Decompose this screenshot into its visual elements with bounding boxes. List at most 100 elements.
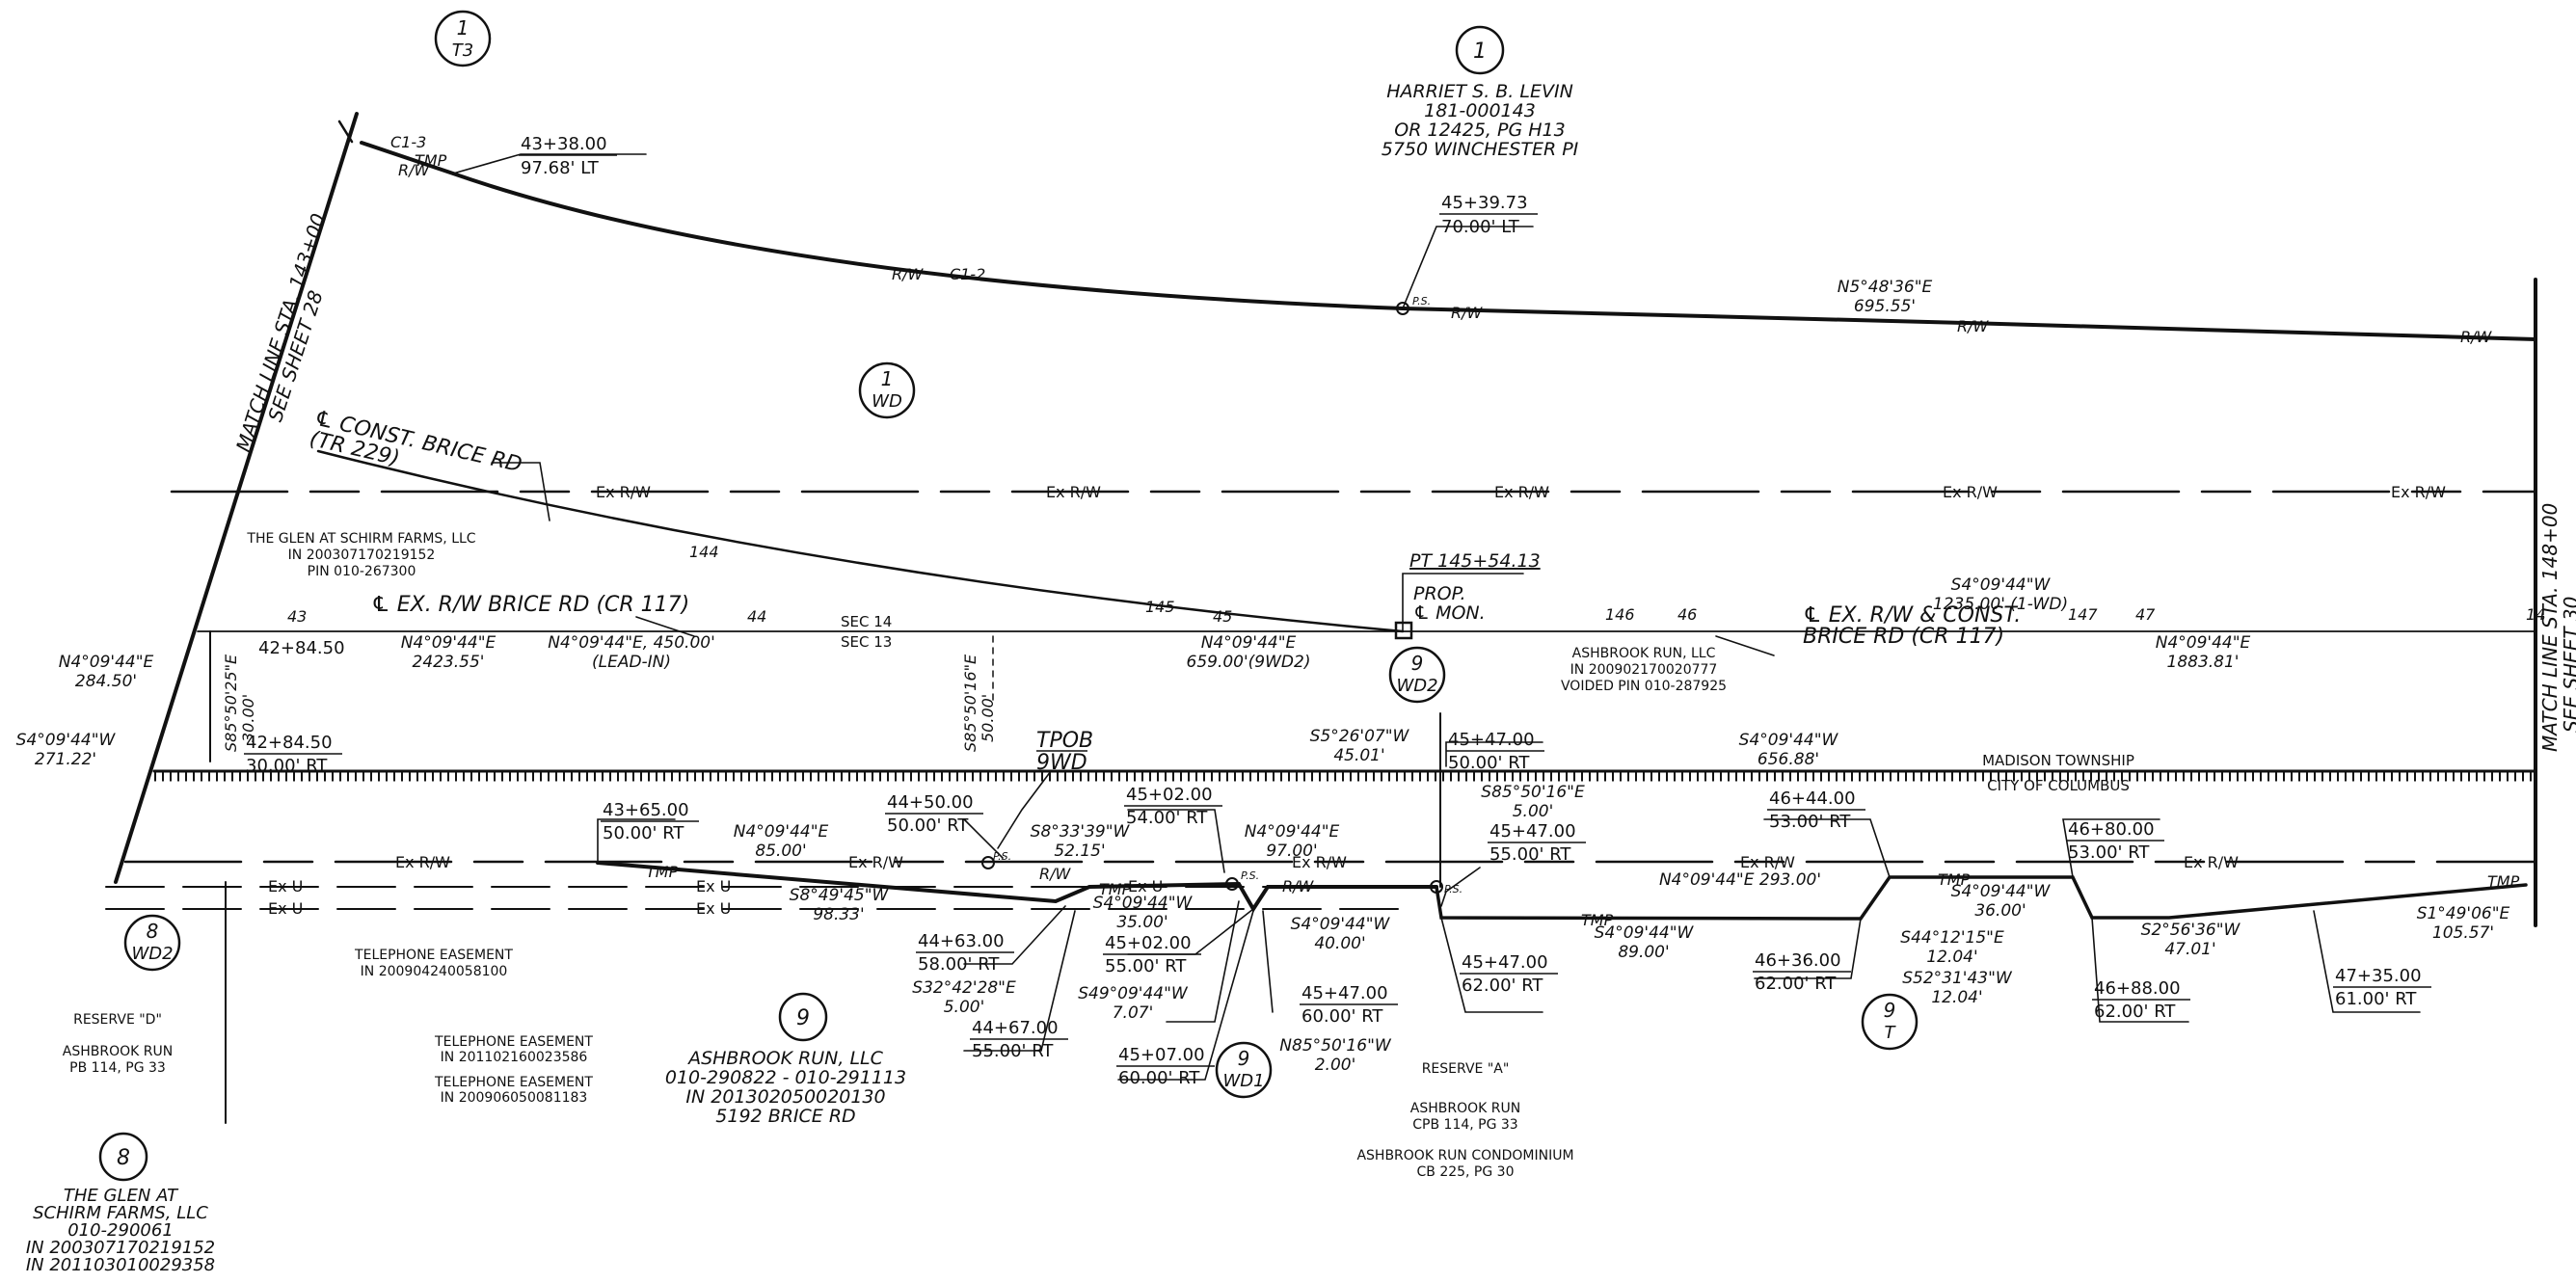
dist-n4-85: 85.00' xyxy=(755,842,806,861)
owner-levin: HARRIET S. B. LEVIN 181-000143 OR 12425,… xyxy=(1382,81,1579,160)
owner-ashbrook-parcels: 010-290822 - 010-291113 xyxy=(665,1067,906,1088)
bubble-9-wd1-code: WD1 xyxy=(1222,1071,1264,1091)
bearing-s8-49: S8°49'45"W xyxy=(790,886,890,905)
match-right-sheet: SEE SHEET 30 xyxy=(2560,597,2576,733)
owner-ashbrook-run-llc: ASHBROOK RUN, LLC 010-290822 - 010-29111… xyxy=(665,1048,906,1127)
bearing-n4-97: N4°09'44"E xyxy=(1245,822,1340,842)
ex-rw-label-5: Ex R/W xyxy=(2391,483,2446,501)
dist-s4-89: 89.00' xyxy=(1618,943,1669,962)
tmp-label-3: TMP xyxy=(1099,880,1132,898)
callout-43-38-sta: 43+38.00 xyxy=(521,134,607,154)
callout-45-07-off: 60.00' RT xyxy=(1118,1068,1200,1088)
callout-45-02-a-off: 54.00' RT xyxy=(1126,808,1208,828)
bubble-9-wd1-num: 9 xyxy=(1238,1047,1250,1070)
bubble-8-wd2-num: 8 xyxy=(147,920,159,943)
bubble-9-t-num: 9 xyxy=(1884,999,1896,1022)
dist-s4-271: 271.22' xyxy=(35,750,96,769)
bearing-n5: N5°48'36"E xyxy=(1838,278,1933,297)
callout-42-84-b-sta: 42+84.50 xyxy=(246,733,333,753)
bearing-s32: S32°42'28"E xyxy=(912,978,1016,998)
bearing-s4-89: S4°09'44"W xyxy=(1595,923,1695,943)
curve-c1-3-label: C1-3 xyxy=(390,133,426,151)
owner-levin-name: HARRIET S. B. LEVIN xyxy=(1386,81,1573,102)
sta-46: 46 xyxy=(1677,605,1697,624)
callout-46-36-sta: 46+36.00 xyxy=(1755,950,1841,971)
callout-45-47-d-sta: 45+47.00 xyxy=(1462,952,1548,973)
callout-47-35-off: 61.00' RT xyxy=(2335,989,2417,1009)
callout-45-47-a-off: 50.00' RT xyxy=(1448,753,1530,773)
bearing-s85-16v: S85°50'16"E xyxy=(961,654,979,752)
bubble-9-wd2-num: 9 xyxy=(1411,652,1424,675)
owner-levin-address: 5750 WINCHESTER PI xyxy=(1382,139,1579,160)
callout-45-07-sta: 45+07.00 xyxy=(1118,1045,1205,1065)
callout-44-67-sta: 44+67.00 xyxy=(972,1018,1059,1038)
dist-s49: 7.07' xyxy=(1113,1003,1154,1023)
bearing-n4-293: N4°09'44"E 293.00' xyxy=(1659,870,1821,890)
sta-47: 47 xyxy=(2135,605,2156,624)
rw-label-4: R/W xyxy=(2460,328,2493,346)
dist-n4-1883: 1883.81' xyxy=(2167,653,2240,672)
callout-43-65-sta: 43+65.00 xyxy=(603,800,689,820)
tel-easement-1-record: IN 200904240058100 xyxy=(361,964,508,979)
ps-point-south-1 xyxy=(981,856,995,869)
tmp-label-4: TMP xyxy=(1581,911,1614,929)
bubble-1-num: 1 xyxy=(1473,40,1487,64)
linework xyxy=(105,112,2537,1124)
township-label: MADISON TOWNSHIP CITY OF COLUMBUS xyxy=(1982,752,2134,794)
reserve-d-book: PB 114, PG 33 xyxy=(69,1060,166,1076)
parcel-bubble-1-t3: 1 T3 xyxy=(434,10,492,67)
tmp-label-1: TMP xyxy=(415,151,447,170)
ex-u-label-5: Ex U xyxy=(1128,877,1163,895)
callout-44-50-off: 50.00' RT xyxy=(887,815,969,836)
callout-47-35-sta: 47+35.00 xyxy=(2335,966,2422,986)
dist-s8-33: 52.15' xyxy=(1054,842,1105,861)
tel-easement-2-title: TELEPHONE EASEMENT xyxy=(434,1034,593,1050)
reserve-a-sub: ASHBROOK RUN xyxy=(1410,1101,1520,1116)
bearing-n4-659: N4°09'44"E xyxy=(1201,633,1297,653)
dist-s4-40: 40.00' xyxy=(1314,934,1365,953)
bearing-s2: S2°56'36"W xyxy=(2141,921,2241,940)
owner-glen-line-4: IN 200307170219152 xyxy=(26,1238,215,1258)
callout-46-44-sta: 46+44.00 xyxy=(1769,789,1856,809)
ex-rw-label-7: Ex R/W xyxy=(848,853,903,871)
dist-n4-284: 284.50' xyxy=(75,672,137,691)
callout-43-38: 43+38.00 97.68' LT xyxy=(519,134,617,178)
parcel-bubble-1: 1 xyxy=(1455,25,1505,75)
tel-easement-2-record: IN 201102160023586 xyxy=(441,1050,588,1065)
sec-14: SEC 14 xyxy=(841,613,892,630)
bearing-labels: N5°48'36"E 695.55' S4°09'44"W 1235.00' (… xyxy=(16,278,2510,1075)
callout-44-50-sta: 44+50.00 xyxy=(887,792,974,813)
ex-rw-const-title: ℄ EX. R/W & CONST. xyxy=(1803,603,2021,628)
rw-label-7: R/W xyxy=(1282,877,1315,895)
owner-glen-top-record: IN 200307170219152 xyxy=(288,548,436,563)
bearing-s4-36: S4°09'44"W xyxy=(1951,882,2052,901)
dist-s1: 105.57' xyxy=(2432,923,2494,943)
owner-voided-record: IN 200902170020777 xyxy=(1570,662,1718,678)
callout-45-39-sta: 45+39.73 xyxy=(1441,193,1528,213)
callout-45-47-c: 45+47.00 60.00' RT xyxy=(1300,983,1398,1027)
dist-s8-49: 98.33' xyxy=(813,905,864,924)
bearing-s85-16-vertical: S85°50'16"E 50.00' xyxy=(961,654,997,752)
parcel-bubble-9-wd1: 9 WD1 xyxy=(1215,1041,1273,1099)
bearing-n4-284: N4°09'44"E xyxy=(59,653,154,672)
dist-s52: 12.04' xyxy=(1931,988,1982,1007)
callout-46-88: 46+88.00 62.00' RT xyxy=(2092,978,2190,1022)
bearing-s4-40: S4°09'44"W xyxy=(1291,915,1391,934)
dist-n4-2423: 2423.55' xyxy=(413,653,485,672)
ex-rw-label-1: Ex R/W xyxy=(596,483,651,501)
tpob-code: 9WD xyxy=(1036,751,1087,775)
ex-rw-label-9: Ex R/W xyxy=(1740,853,1795,871)
dist-s85-25: 30.00' xyxy=(239,694,257,742)
township-madison: MADISON TOWNSHIP xyxy=(1982,752,2134,769)
callout-47-35: 47+35.00 61.00' RT xyxy=(2333,966,2431,1009)
bearing-s4-271: S4°09'44"W xyxy=(16,731,117,750)
station-callouts: 43+38.00 97.68' LT 45+39.73 70.00' LT 42… xyxy=(244,134,2431,1088)
bubble-1-wd-num: 1 xyxy=(881,367,894,390)
ps-label-3: P.S. xyxy=(1241,869,1259,882)
bearing-s5-26: S5°26'07"W xyxy=(1310,727,1410,746)
reserve-d-sub: ASHBROOK RUN xyxy=(63,1044,173,1059)
callout-44-67: 44+67.00 55.00' RT xyxy=(970,1018,1068,1061)
dist-s4-36: 36.00' xyxy=(1974,901,2026,921)
sta-144: 144 xyxy=(689,543,719,561)
